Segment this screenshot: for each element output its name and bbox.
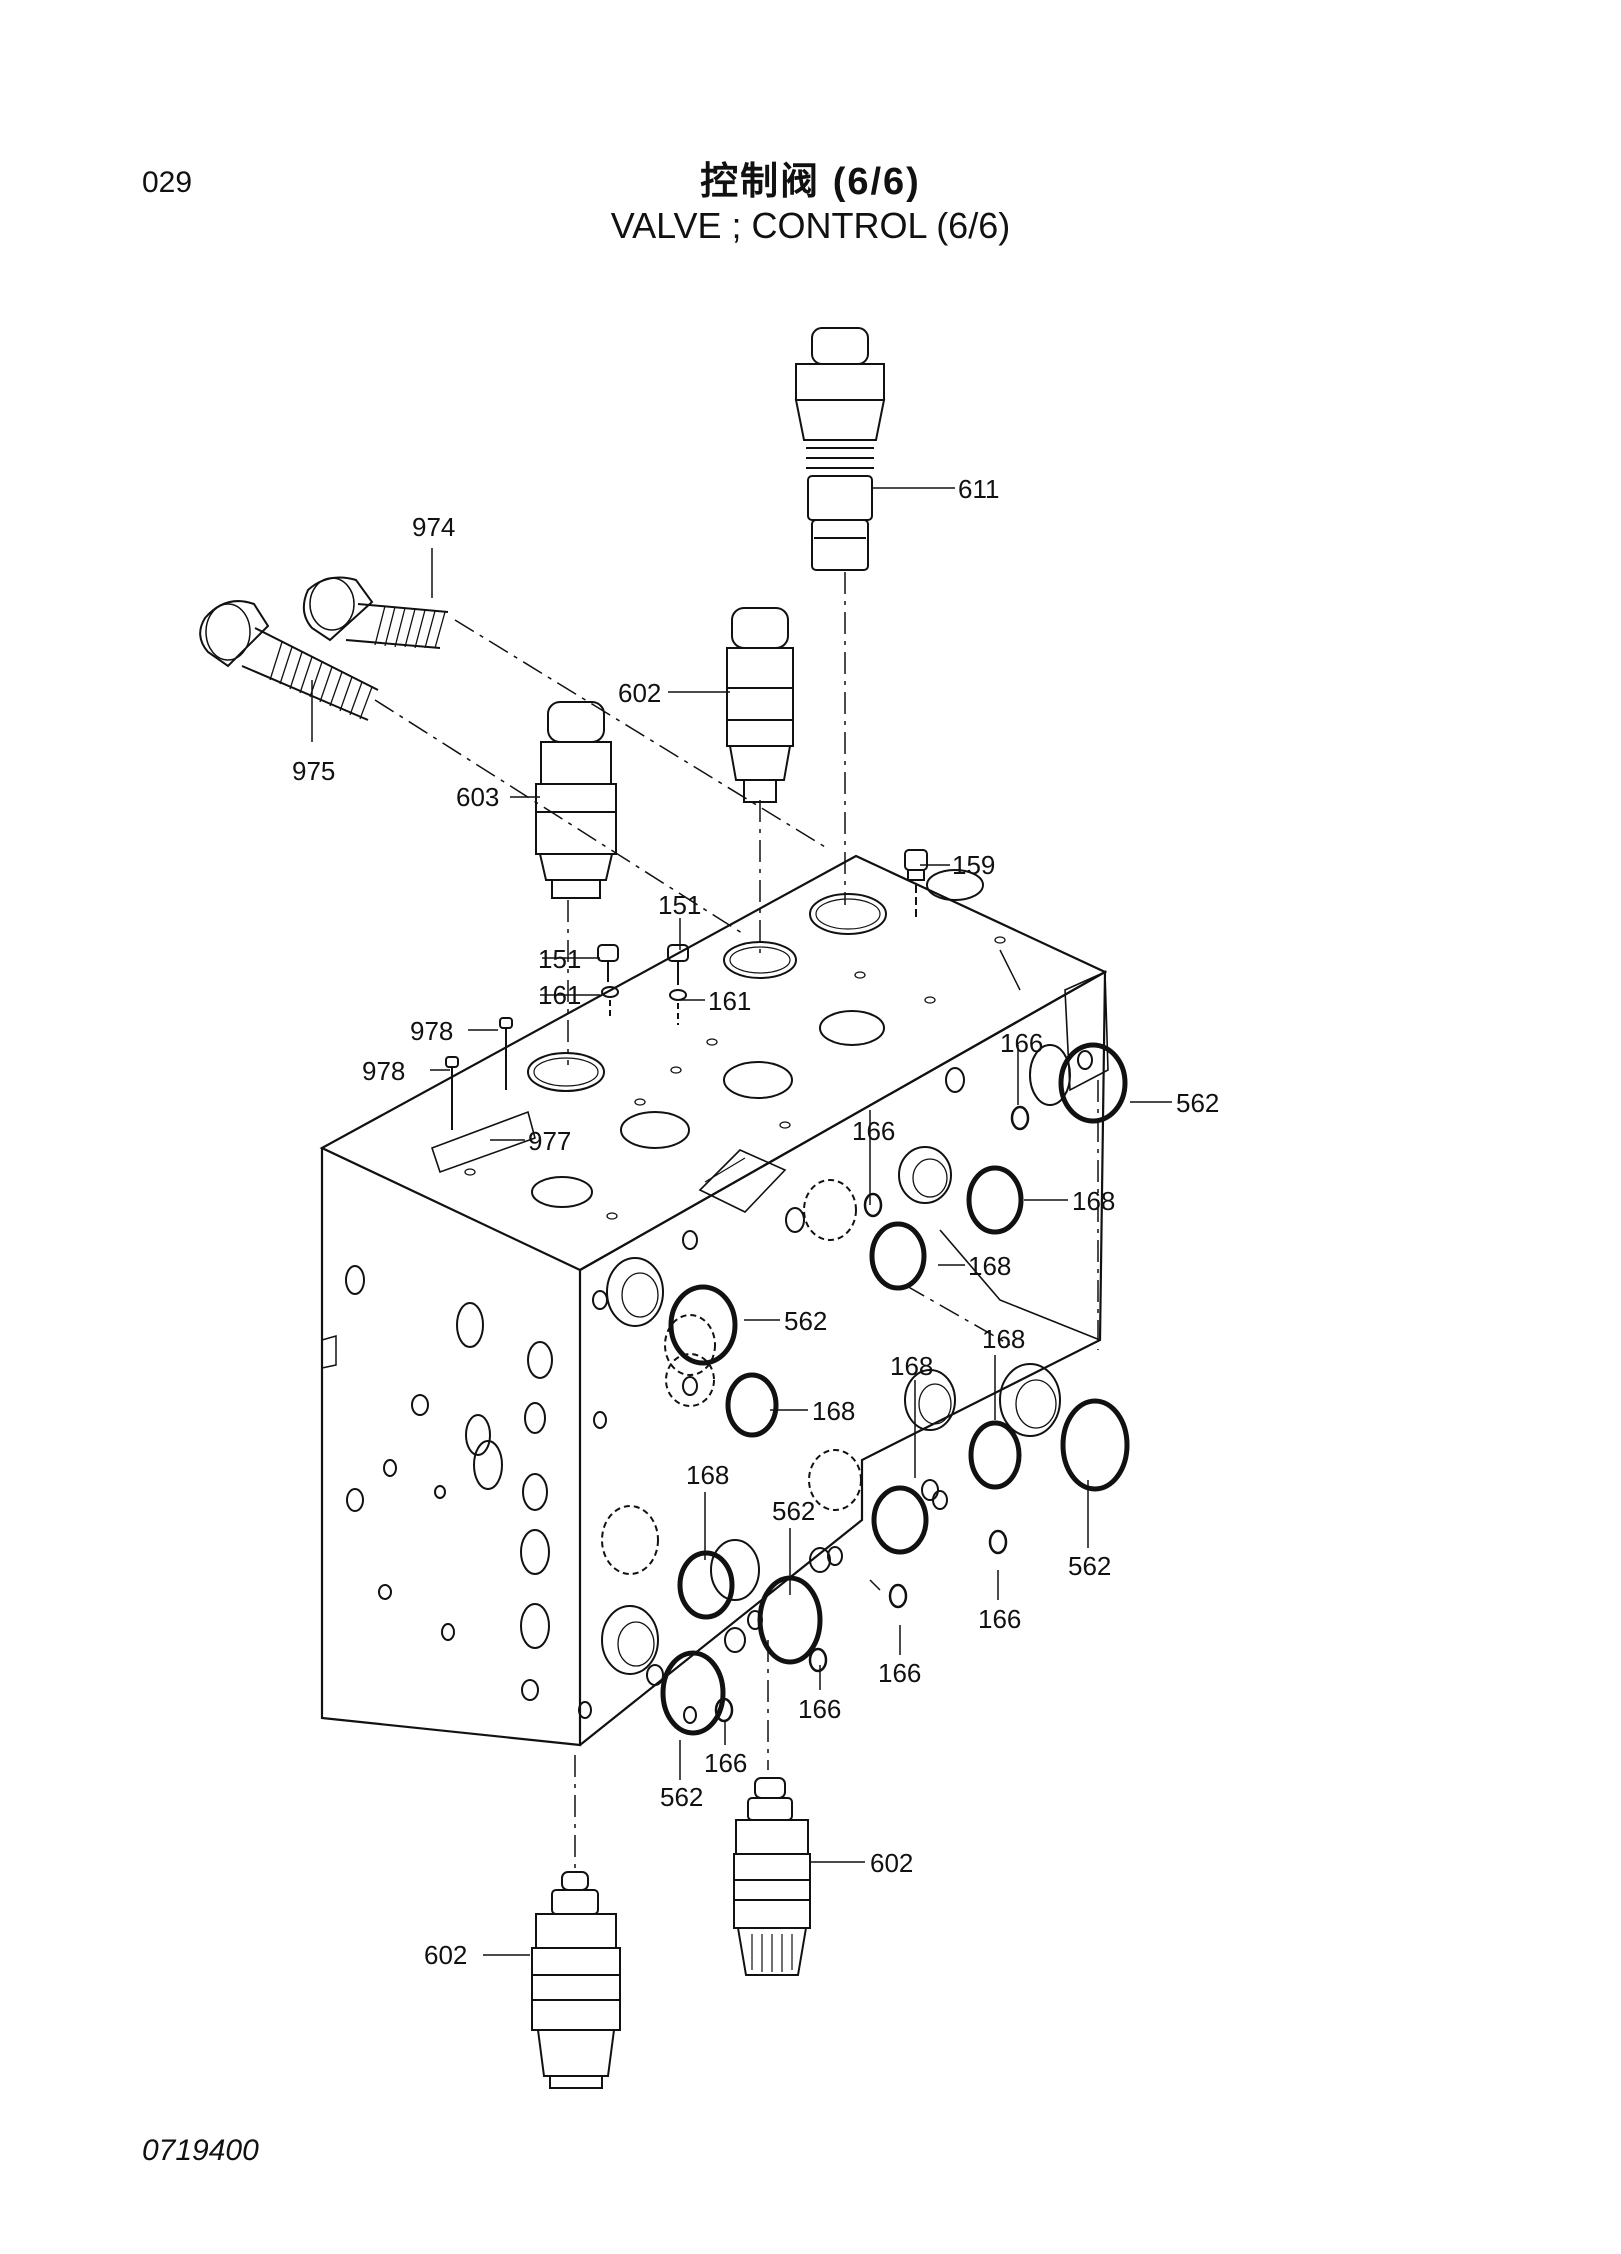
callout-168-first: 168 xyxy=(1072,1186,1115,1216)
callout-602-lower-right: 602 xyxy=(870,1848,913,1878)
page-title-english: VALVE ; CONTROL (6/6) xyxy=(610,205,1011,246)
callout-168-third: 168 xyxy=(982,1324,1025,1354)
small-o-rings-166 xyxy=(714,1105,1030,1723)
callout-166-top: 166 xyxy=(1000,1028,1043,1058)
callout-562-middle: 562 xyxy=(784,1306,827,1336)
callout-974: 974 xyxy=(412,512,455,542)
plug-151-right xyxy=(667,944,689,985)
pin-978-upper xyxy=(499,1017,513,1090)
seal-161-right xyxy=(669,989,687,1025)
callout-166-second: 166 xyxy=(852,1116,895,1146)
o-ring-562-lower-left xyxy=(660,1650,726,1736)
relief-valve-602-upper xyxy=(726,607,794,803)
relief-valve-611 xyxy=(794,327,886,571)
relief-valve-603 xyxy=(535,701,617,899)
relief-valve-602-bottom-left xyxy=(531,1871,621,2089)
o-ring-562-lower-center xyxy=(757,1575,823,1665)
o-rings xyxy=(660,1042,1130,1736)
o-ring-562-middle-left xyxy=(668,1284,738,1366)
plug-159 xyxy=(904,849,928,920)
o-ring-168-middle-left xyxy=(725,1372,779,1438)
callout-562-top: 562 xyxy=(1176,1088,1219,1118)
callout-166-center: 166 xyxy=(878,1658,921,1688)
callout-978-upper: 978 xyxy=(410,1016,453,1046)
callout-978-lower: 978 xyxy=(362,1056,405,1086)
name-plate-977 xyxy=(430,1110,536,1174)
plug-151-left xyxy=(597,944,619,982)
o-ring-168-right xyxy=(968,1420,1022,1490)
callout-151-top: 151 xyxy=(658,890,701,920)
o-ring-168-upper-2 xyxy=(869,1221,927,1291)
callout-602-upper: 602 xyxy=(618,678,661,708)
callout-168-sixth: 168 xyxy=(686,1460,729,1490)
callout-151-left: 151 xyxy=(538,944,581,974)
callout-159: 159 xyxy=(952,850,995,880)
callout-161-left: 161 xyxy=(538,980,581,1010)
socket-bolt-974 xyxy=(302,576,449,649)
socket-bolt-975 xyxy=(199,600,379,721)
page-number: 029 xyxy=(142,166,193,199)
callout-975: 975 xyxy=(292,756,335,786)
o-ring-168-lower-left xyxy=(677,1550,735,1620)
callout-168-second: 168 xyxy=(968,1251,1011,1281)
callout-603: 603 xyxy=(456,782,499,812)
callout-562-center: 562 xyxy=(772,1496,815,1526)
callout-977: 977 xyxy=(528,1126,571,1156)
relief-valve-602-lower-right xyxy=(733,1777,811,1976)
o-ring-168-center xyxy=(871,1485,929,1555)
callout-166-right: 166 xyxy=(978,1604,1021,1634)
o-ring-562-right xyxy=(1060,1398,1130,1492)
o-ring-562-upper-right xyxy=(1058,1042,1128,1124)
callout-562-right: 562 xyxy=(1068,1551,1111,1581)
callout-602-bottom-left: 602 xyxy=(424,1940,467,1970)
callout-611: 611 xyxy=(958,474,999,504)
callout-166-lower: 166 xyxy=(798,1694,841,1724)
drawing-code: 0719400 xyxy=(142,2134,259,2167)
callout-labels: 611 974 975 602 603 159 151 151 161 161 … xyxy=(292,474,1219,1970)
callout-168-fourth: 168 xyxy=(890,1351,933,1381)
part-leader-lines xyxy=(311,487,1172,1956)
callout-161-right: 161 xyxy=(708,986,751,1016)
callout-168-fifth: 168 xyxy=(812,1396,855,1426)
o-ring-168-upper-1 xyxy=(966,1165,1024,1235)
callout-562-bottom: 562 xyxy=(660,1782,703,1812)
pin-978-lower xyxy=(445,1056,459,1130)
page-title-chinese: 控制阀 (6/6) xyxy=(700,161,921,203)
seal-161-left xyxy=(601,986,619,1020)
callout-166-bottom: 166 xyxy=(704,1748,747,1778)
assembly-center-lines xyxy=(374,572,1099,1870)
